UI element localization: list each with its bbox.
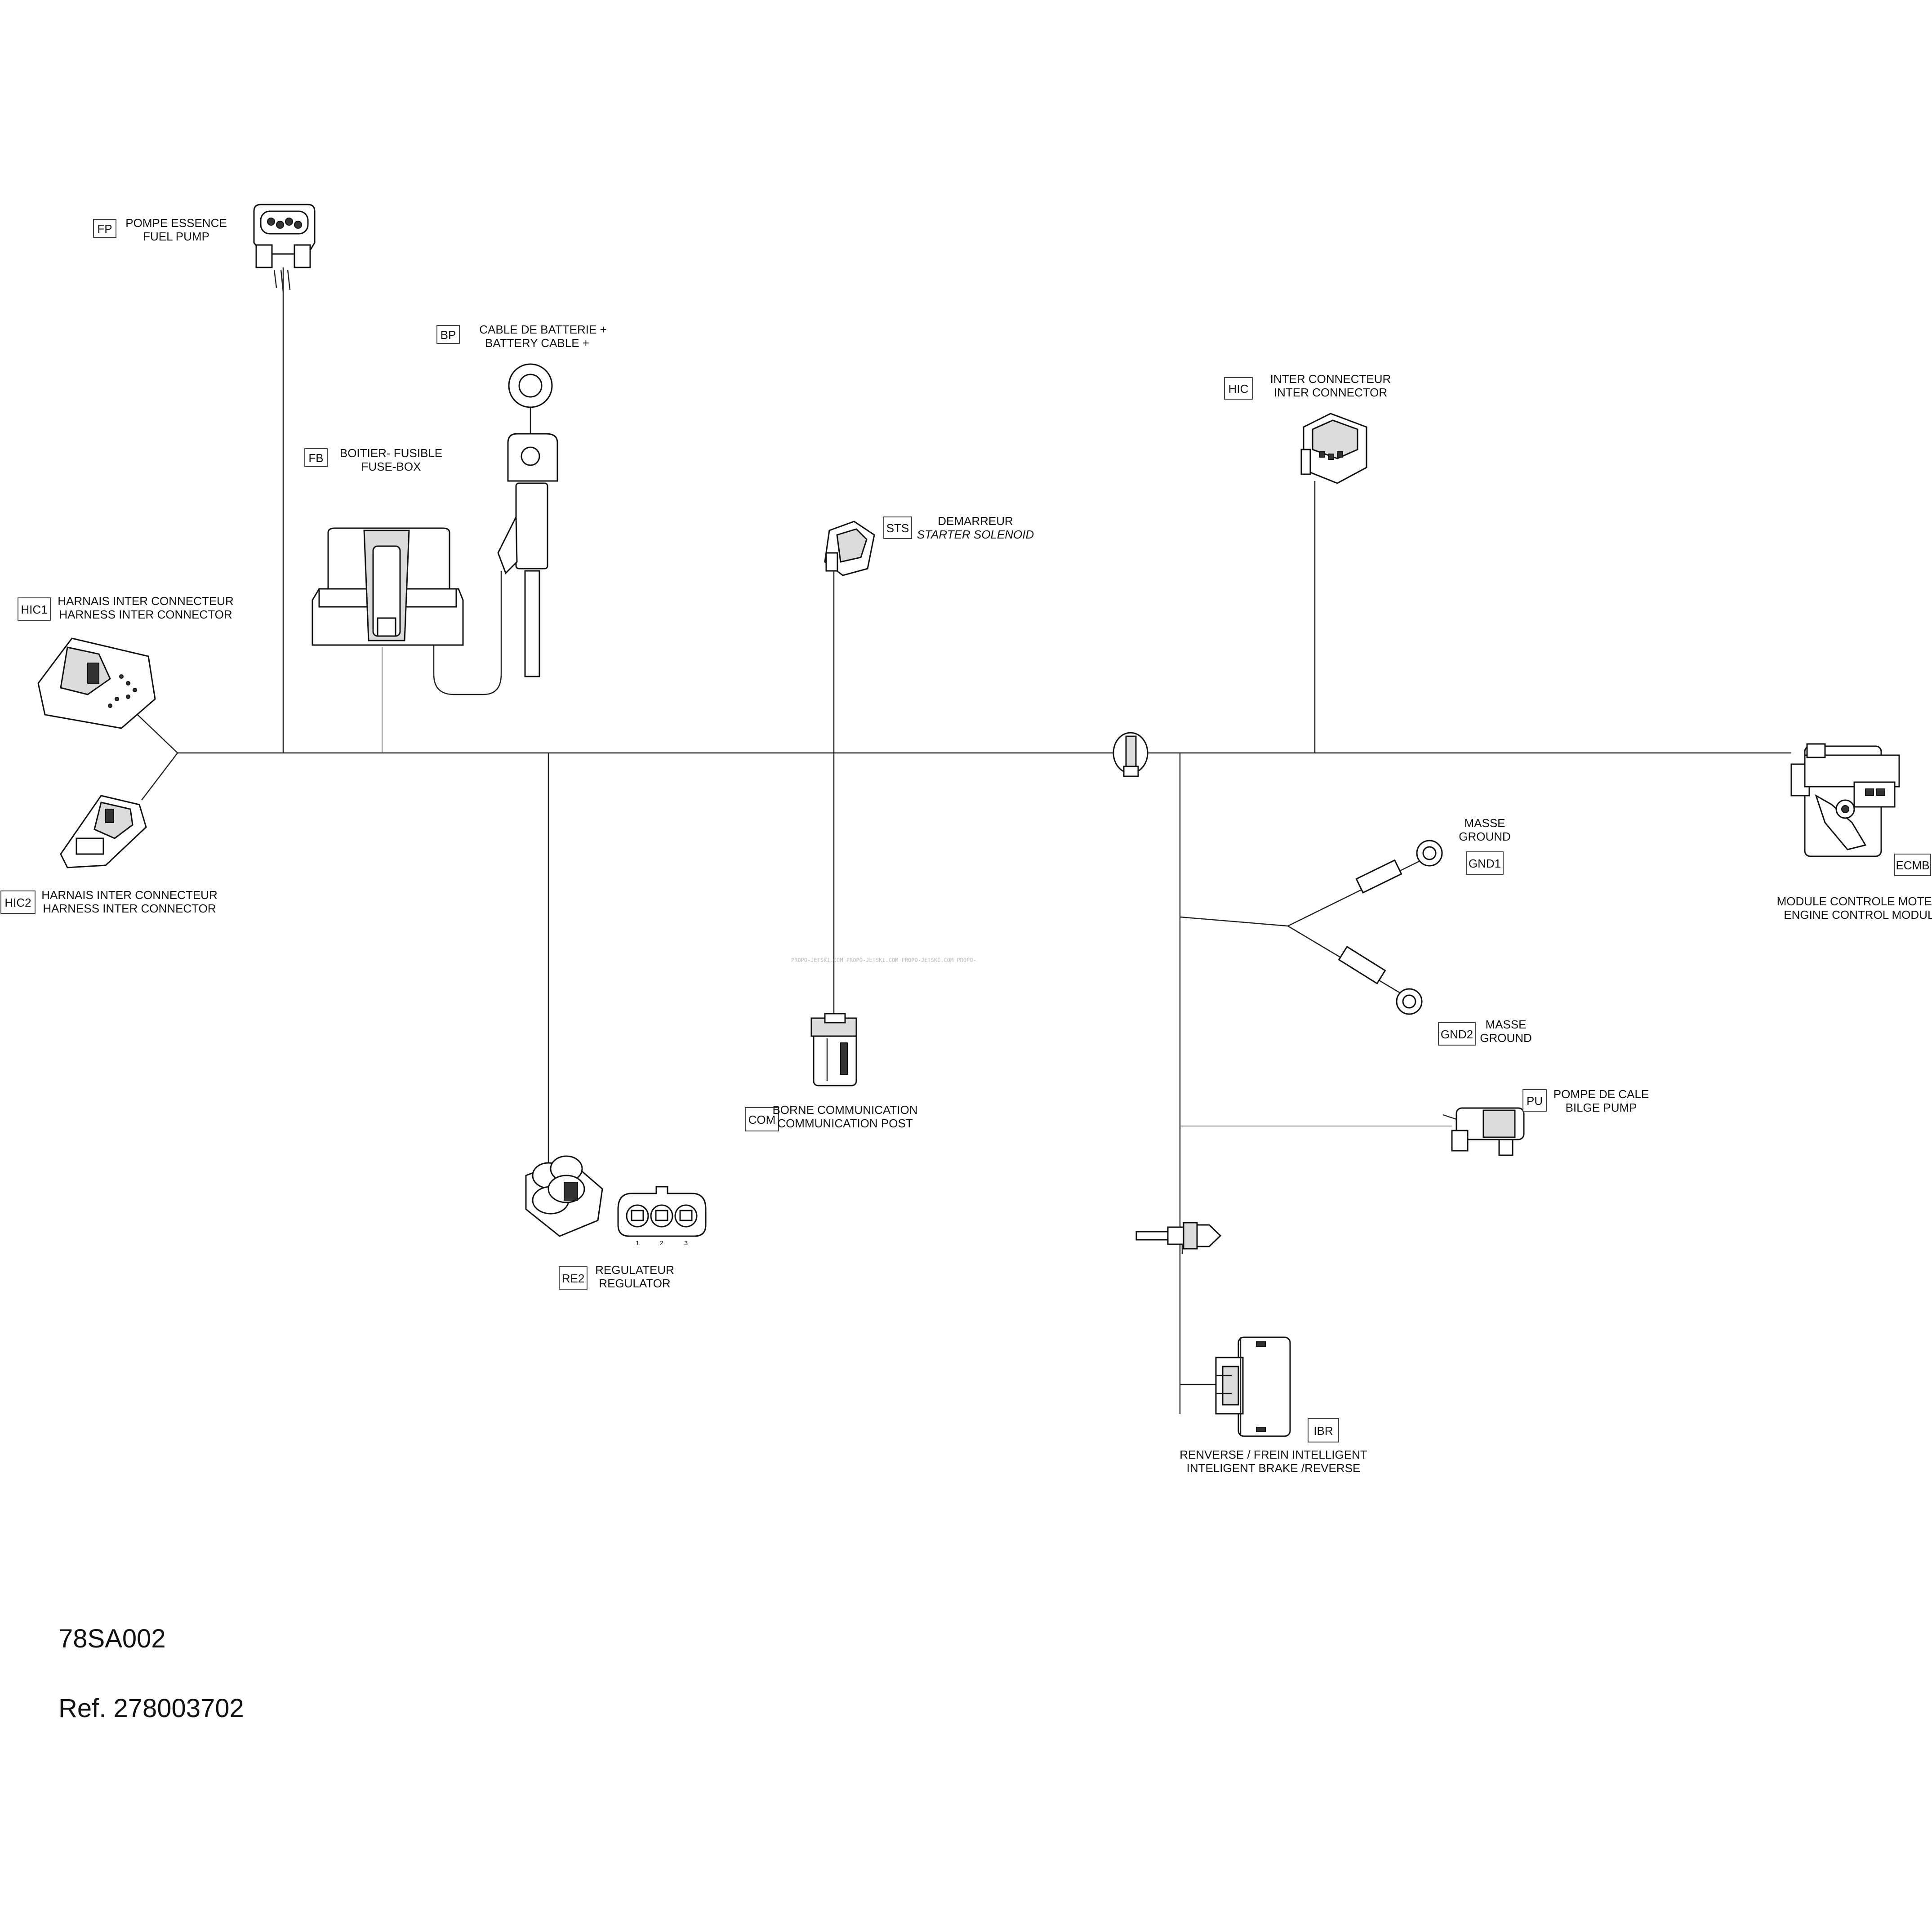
fp-label-en: FUEL PUMP	[143, 230, 209, 243]
harness-wires	[128, 267, 1791, 1414]
com-label-fr: BORNE COMMUNICATION	[772, 1103, 917, 1117]
gnd1-code: GND1	[1469, 857, 1501, 870]
fb-label-en: FUSE-BOX	[361, 460, 421, 473]
bilge-pump-connector[interactable]	[1442, 1107, 1525, 1156]
re2-label-en: REGULATOR	[599, 1277, 670, 1290]
harness-inter-connector-2[interactable]	[60, 795, 147, 868]
ibr-label-fr: RENVERSE / FREIN INTELLIGENT	[1180, 1448, 1367, 1461]
harness-clip	[1113, 732, 1149, 777]
bp-label-en: BATTERY CABLE +	[485, 336, 589, 350]
com-code: COM	[748, 1113, 776, 1126]
pu-tag-box: PU	[1522, 1089, 1547, 1112]
regulator-pin-2: 2	[660, 1239, 663, 1246]
bp-tag-box: BP	[436, 325, 460, 344]
ecmb-label-fr: MODULE CONTROLE MOTEUR	[1777, 895, 1932, 908]
fuel-pump-connector[interactable]	[253, 204, 316, 293]
hic-code: HIC	[1229, 382, 1249, 396]
ibr-code: IBR	[1313, 1424, 1333, 1438]
fb-bp-link-wire	[433, 571, 502, 695]
branch-ground-wire	[1180, 916, 1288, 927]
regulator-pin-1: 1	[636, 1239, 639, 1246]
harness-inter-connector-1[interactable]	[37, 637, 156, 729]
com-label-en: COMMUNICATION POST	[777, 1117, 913, 1130]
gnd1-tag-box: GND1	[1466, 851, 1504, 875]
gnd1-label-fr: MASSE	[1464, 816, 1505, 830]
bp-label-fr: CABLE DE BATTERIE +	[479, 323, 606, 336]
document-number: 78SA002	[58, 1624, 166, 1653]
sts-label-en: STARTER SOLENOID	[917, 528, 1034, 541]
bp-code: BP	[441, 328, 456, 342]
hic1-code: HIC1	[21, 603, 47, 616]
starter-solenoid-connector[interactable]	[824, 521, 875, 576]
inter-connector[interactable]	[1300, 413, 1367, 484]
gnd2-label-fr: MASSE	[1485, 1018, 1526, 1031]
battery-cable-terminal[interactable]	[497, 363, 558, 677]
hic-tag-box: HIC	[1224, 377, 1253, 400]
fb-code: FB	[308, 451, 323, 465]
watermark: PROPO-JETSKI.COM PROPO-JETSKI.COM PROPO-…	[791, 957, 976, 963]
ibr-tag-box: IBR	[1308, 1418, 1339, 1442]
re2-code: RE2	[562, 1272, 585, 1285]
regulator-connector[interactable]	[525, 1155, 603, 1237]
hic1-label-en: HARNESS INTER CONNECTOR	[59, 608, 232, 621]
gnd2-label-en: GROUND	[1480, 1031, 1532, 1045]
ground-1-terminal[interactable]	[1355, 840, 1443, 894]
hic1-label-fr: HARNAIS INTER CONNECTEUR	[58, 594, 233, 608]
gnd1-label-en: GROUND	[1459, 830, 1511, 843]
pu-label-fr: POMPE DE CALE	[1554, 1087, 1649, 1101]
communication-post[interactable]	[810, 1013, 857, 1086]
fuse-box[interactable]	[312, 527, 464, 646]
document-reference: Ref. 278003702	[58, 1694, 244, 1723]
regulator-pin-face[interactable]	[617, 1186, 707, 1237]
hic2-label-fr: HARNAIS INTER CONNECTEUR	[41, 888, 217, 902]
fp-code: FP	[97, 222, 112, 236]
hic-label-en: INTER CONNECTOR	[1274, 386, 1387, 399]
regulator-pin-3: 3	[684, 1239, 688, 1246]
hic2-label-en: HARNESS INTER CONNECTOR	[43, 902, 216, 915]
ecmb-code: ECMB	[1896, 859, 1929, 872]
re2-tag-box: RE2	[559, 1266, 588, 1290]
branch-hic2-wire	[141, 752, 178, 801]
sts-code: STS	[886, 521, 909, 535]
com-tag-box: COM	[745, 1107, 779, 1131]
hic2-tag-box: HIC2	[0, 890, 36, 914]
hic2-code: HIC2	[4, 896, 31, 909]
ibr-label-en: INTELIGENT BRAKE /REVERSE	[1187, 1461, 1361, 1475]
ecmb-label-en: ENGINE CONTROL MODULE	[1784, 908, 1932, 921]
fp-label-fr: POMPE ESSENCE	[125, 216, 227, 230]
fb-label-fr: BOITIER- FUSIBLE	[340, 446, 442, 460]
gnd2-code: GND2	[1441, 1028, 1473, 1041]
ground-2-terminal[interactable]	[1338, 946, 1423, 1015]
hic-label-fr: INTER CONNECTEUR	[1270, 372, 1391, 386]
pu-code: PU	[1527, 1094, 1543, 1108]
gnd2-tag-box: GND2	[1438, 1022, 1476, 1046]
ecmb-tag-box: ECMB	[1894, 854, 1931, 876]
hic1-tag-box: HIC1	[18, 597, 51, 621]
temperature-sensor-probe[interactable]	[1135, 1222, 1222, 1254]
sts-tag-box: STS	[883, 516, 912, 539]
re2-label-fr: REGULATEUR	[595, 1263, 674, 1277]
branch-gnd1-wire	[1287, 853, 1434, 927]
engine-control-module[interactable]	[1790, 743, 1900, 857]
inteligent-brake-reverse-module[interactable]	[1215, 1336, 1291, 1437]
fp-tag-box: FP	[93, 219, 116, 238]
fb-tag-box: FB	[304, 448, 328, 467]
sts-label-fr: DEMARREUR	[938, 514, 1013, 528]
pu-label-en: BILGE PUMP	[1566, 1101, 1637, 1114]
